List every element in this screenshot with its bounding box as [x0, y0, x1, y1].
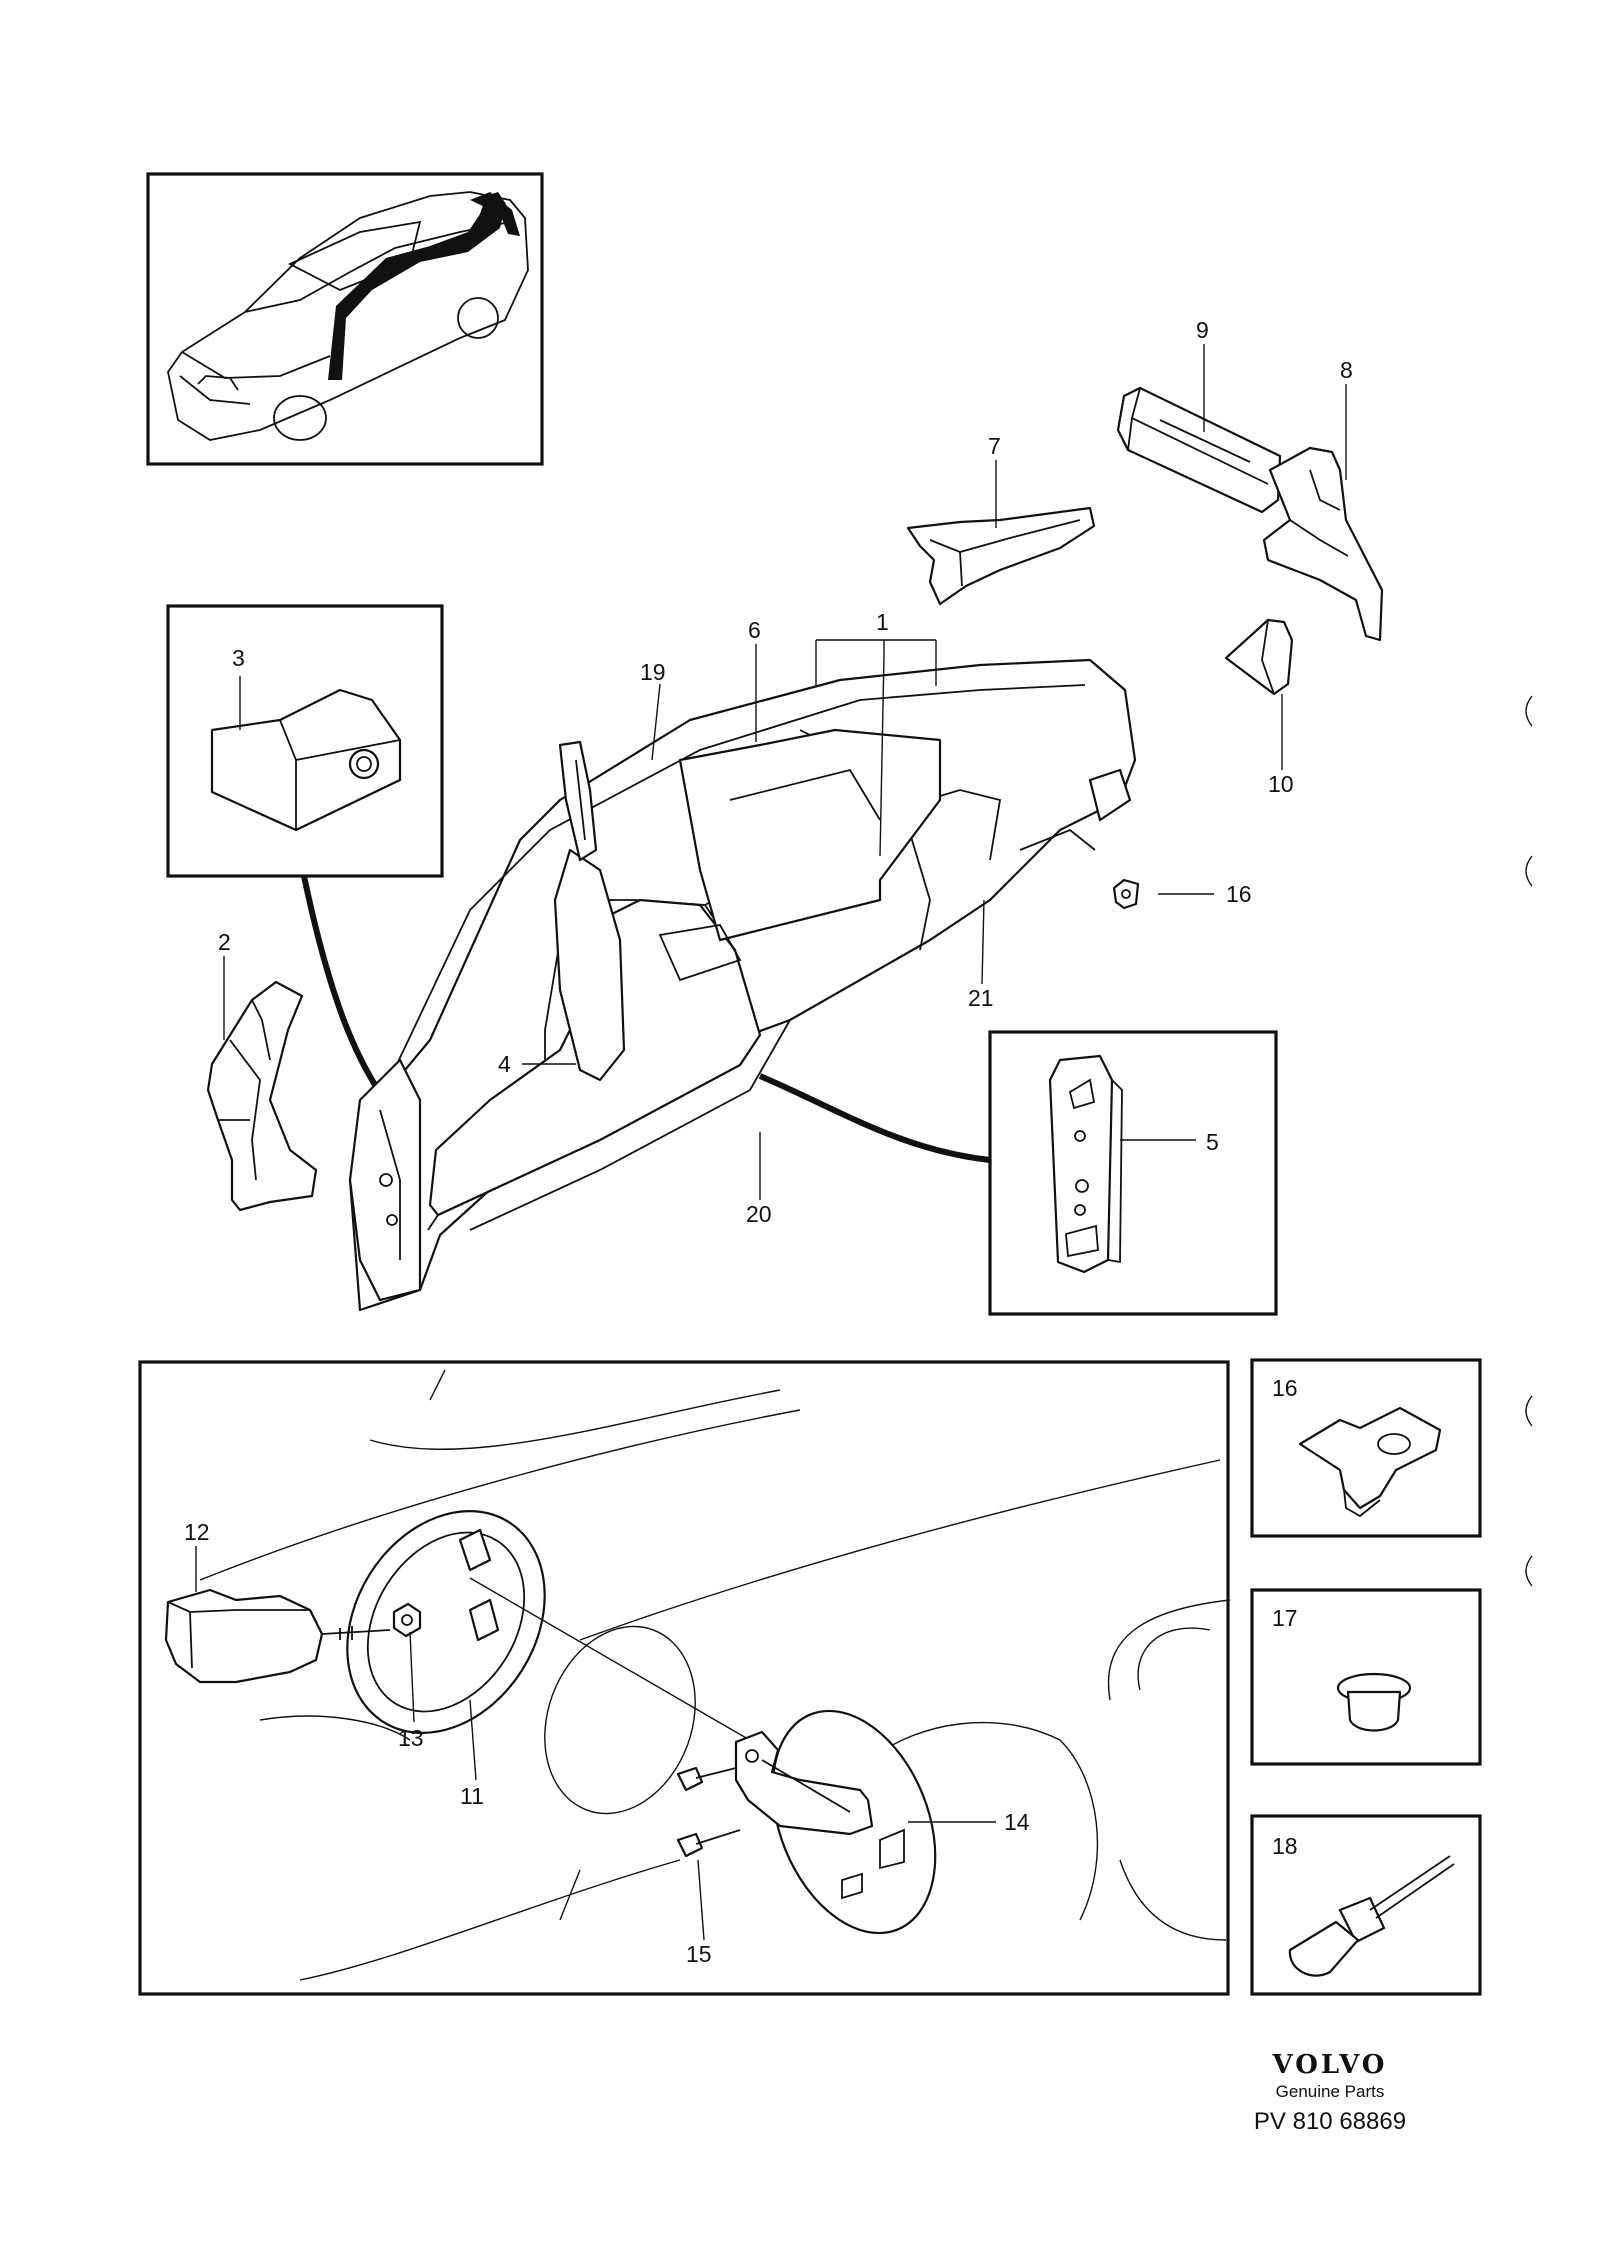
callout-21: 21 [968, 985, 994, 1011]
part-15-screws-icon [676, 1766, 741, 1858]
callout-18: 18 [1272, 1833, 1298, 1859]
overview-car-icon [167, 191, 529, 441]
callout-15: 15 [686, 1941, 712, 1967]
callout-3: 3 [232, 645, 245, 671]
part-18-rivet-icon [1288, 1855, 1455, 1977]
callout-5: 5 [1206, 1129, 1219, 1155]
part-10-bracket-icon [1224, 618, 1294, 696]
part-16-clip-icon [1298, 1406, 1442, 1518]
part-17-plug-icon [1336, 1672, 1412, 1732]
callout-19: 19 [640, 659, 666, 685]
part-12-actuator-icon [164, 1588, 391, 1684]
part-2-pillar-icon [206, 980, 318, 1212]
part-17-inset [1250, 1588, 1482, 1766]
part-3-inset: 3 [166, 604, 444, 878]
part-9-panel-icon [1116, 386, 1282, 514]
part-5-frame [988, 1030, 1278, 1316]
fuel-filler-frame [138, 1360, 1230, 1996]
callout-9: 9 [1196, 317, 1209, 343]
callout-1: 1 [876, 609, 889, 635]
footer: VOLVO Genuine Parts PV 810 68869 [1240, 2050, 1420, 2136]
part-14-fuel-door-icon [734, 1709, 937, 1935]
part-3-bracket-icon [210, 688, 402, 832]
callout-10: 10 [1268, 771, 1294, 797]
callout-8: 8 [1340, 357, 1353, 383]
brand-subtitle: Genuine Parts [1275, 2082, 1385, 2101]
part-7-rail-icon [906, 506, 1096, 606]
fuel-filler-inset [138, 1360, 1231, 1996]
part-5-inset [988, 1030, 1278, 1316]
callout-20: 20 [746, 1201, 772, 1227]
part-5-plate-icon [1048, 1054, 1123, 1274]
callout-16-inset: 16 [1272, 1375, 1298, 1401]
part-16-small-icon [1112, 878, 1140, 910]
callout-6: 6 [748, 617, 761, 643]
part-5-leader [758, 1073, 991, 1163]
part-13-nut-icon [392, 1602, 422, 1638]
leader-lines [195, 344, 1347, 1941]
callout-7: 7 [988, 433, 1001, 459]
callout-13: 13 [398, 1725, 424, 1751]
callouts: 1 2 4 5 6 7 8 9 10 16 19 20 21 12 13 11 … [184, 317, 1353, 1967]
part-11-housing-icon [346, 1510, 761, 1747]
brand-logo: VOLVO [1272, 2050, 1388, 2080]
part-16-inset [1250, 1358, 1482, 1538]
callout-12: 12 [184, 1519, 210, 1545]
callout-14: 14 [1004, 1809, 1030, 1835]
body-side-panel-icon [348, 658, 1137, 1312]
callout-4: 4 [498, 1051, 511, 1077]
callout-11: 11 [460, 1783, 484, 1809]
part-18-inset [1250, 1814, 1482, 1996]
overview-car-inset [146, 172, 544, 466]
part-8-panel-icon [1262, 446, 1384, 642]
callout-2: 2 [218, 929, 231, 955]
filler-opening [544, 1625, 696, 1815]
callout-17: 17 [1272, 1605, 1298, 1631]
binder-marks [1525, 695, 1533, 1587]
reference-number: PV 810 68869 [1253, 2108, 1407, 2135]
callout-16: 16 [1226, 881, 1252, 907]
